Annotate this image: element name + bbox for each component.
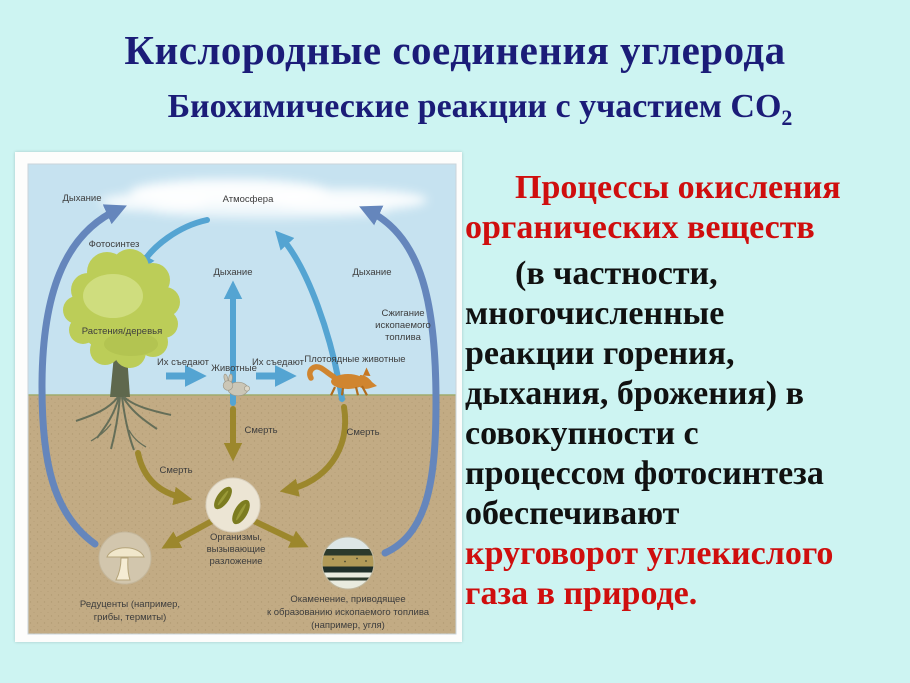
- tree-roots: [75, 396, 172, 451]
- right-text-line-3: (в частности,: [515, 255, 718, 292]
- mushroom-cap: [106, 547, 145, 558]
- slide-title: Кислородные соединения углерода: [124, 27, 786, 73]
- mushroom-stem: [115, 557, 131, 581]
- label-death-center: Смерть: [244, 425, 277, 436]
- death-arrow-right: [279, 404, 349, 497]
- label-decomposers-line1: Организмы,: [210, 532, 262, 543]
- right-text-line-8: процессом фотосинтеза: [465, 455, 824, 492]
- fossilization-circle: [321, 536, 375, 590]
- canopy-shade: [104, 332, 158, 356]
- label-eaten-2: Их съедают: [252, 357, 305, 368]
- label-fossilization: Окаменение, приводящее к образованию иск…: [267, 594, 430, 631]
- to-fossil-arrow: [251, 518, 309, 548]
- reducers-circle: [98, 531, 152, 585]
- label-death-right: Смерть: [346, 427, 379, 438]
- label-decomposers-line3: разложение: [209, 556, 262, 567]
- right-text-line-4: многочисленные: [465, 295, 725, 332]
- fox-legs: [330, 385, 368, 396]
- tree: [63, 249, 180, 451]
- right-text-line-5: реакции горения,: [465, 335, 735, 372]
- right-text-line-11: газа в природе.: [465, 575, 698, 612]
- label-reducers-line1: Редуценты (например,: [80, 599, 180, 610]
- label-eaten-1: Их съедают: [157, 357, 210, 368]
- label-animals: Животные: [211, 363, 257, 374]
- fox-body: [331, 374, 365, 389]
- right-text-line-6: дыхания, брожения) в: [465, 375, 804, 412]
- label-breathing-top-left: Дыхание: [62, 193, 101, 204]
- co2-subscript: 2: [781, 105, 793, 130]
- image-border: [27, 163, 457, 635]
- fox-tail: [307, 364, 337, 381]
- label-plants-trees: Растения/деревья: [82, 326, 162, 337]
- label-burning-line2: ископаемого: [375, 320, 431, 331]
- label-reducers: Редуценты (например, грибы, термиты): [80, 599, 180, 623]
- label-breathing-center: Дыхание: [213, 267, 252, 278]
- label-burning-fossil-fuel: Сжигание ископаемого топлива: [375, 308, 431, 343]
- label-decomposers: Организмы, вызывающие разложение: [207, 532, 266, 567]
- decomposers-circle: [205, 477, 261, 533]
- carbon-cycle-diagram: Дыхание Атмосфера Фотосинтез Дыхание Дых…: [15, 152, 462, 642]
- rabbit: [222, 373, 250, 397]
- label-death-left: Смерть: [159, 465, 192, 476]
- canopy-highlight: [83, 274, 143, 318]
- atmosphere-cloud: [100, 179, 427, 218]
- label-fossilization-line1: Окаменение, приводящее: [290, 594, 405, 605]
- label-burning-line1: Сжигание: [381, 308, 424, 319]
- label-breathing-right: Дыхание: [352, 267, 391, 278]
- fossil-fuel-burning-arc-arrow: [359, 205, 440, 557]
- fox-head: [357, 375, 377, 389]
- fox-ear: [363, 367, 371, 376]
- label-reducers-line2: грибы, термиты): [94, 612, 167, 623]
- right-text-line-7: совокупности с: [465, 415, 699, 452]
- subtitle-text: Биохимические реакции с участием СО: [167, 88, 782, 125]
- to-reducers-arrow: [161, 518, 215, 549]
- label-atmosphere: Атмосфера: [223, 194, 274, 205]
- right-text-line-9: обеспечивают: [465, 495, 680, 532]
- decomposer-respiration-arc-arrow: [38, 204, 127, 548]
- right-text-line-1: Процессы окисления: [515, 169, 841, 206]
- label-carnivores: Плотоядные животные: [304, 354, 405, 365]
- label-decomposers-line2: вызывающие: [207, 544, 266, 555]
- label-photosynthesis: Фотосинтез: [89, 239, 140, 250]
- fox: [307, 364, 377, 396]
- right-text-line-2: органических веществ: [465, 209, 815, 246]
- label-burning-line3: топлива: [385, 332, 421, 343]
- label-fossilization-line3: (например, угля): [311, 620, 385, 631]
- slide-subtitle: Биохимические реакции с участием СО2: [50, 88, 910, 130]
- carbon-cycle-svg: Дыхание Атмосфера Фотосинтез Дыхание Дых…: [27, 163, 457, 635]
- death-arrow-left: [135, 450, 193, 506]
- label-fossilization-line2: к образованию ископаемого топлива: [267, 607, 430, 618]
- right-text-line-10: круговорот углекислого: [465, 535, 834, 572]
